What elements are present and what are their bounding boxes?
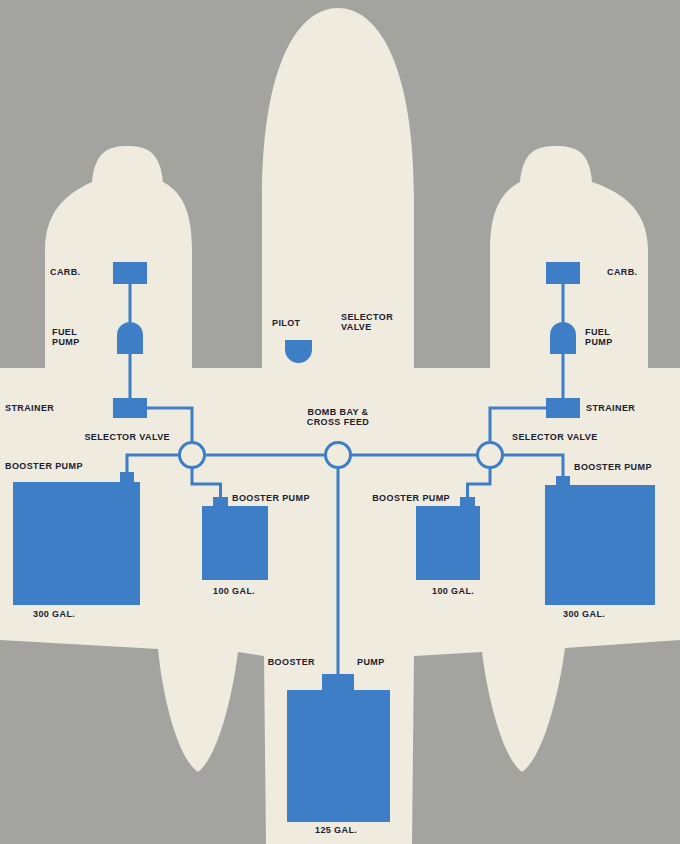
fuel-line: [562, 354, 565, 398]
part-label: CARB.: [50, 267, 81, 277]
fuel-line: [192, 469, 221, 497]
pilot-valve-symbol: PILOTSELECTOR VALVE: [285, 340, 312, 363]
strainer-box: STRAINER: [546, 398, 580, 418]
fuel-tank: BOOSTER PUMP100 GAL.: [202, 497, 268, 580]
booster-pump-symbol: [322, 674, 354, 691]
fuel-line: [129, 284, 132, 322]
fuel-tank: BOOSTERPUMP125 GAL.: [287, 674, 390, 822]
fuel-line: [206, 454, 324, 457]
part-label: BOOSTER: [225, 657, 315, 667]
fuel-line: [127, 455, 178, 472]
part-label: 300 GAL.: [563, 609, 605, 619]
valve-ring: [478, 443, 503, 468]
fuel-line: [562, 284, 565, 322]
part-label: CARB.: [607, 267, 638, 277]
fuel-pump-symbol-outline: [117, 322, 143, 354]
part-label: SELECTOR VALVE: [58, 432, 170, 442]
fuel-pump-symbol: FUEL PUMP: [550, 322, 576, 354]
fuel-pump-symbol: FUEL PUMP: [117, 322, 143, 354]
valve-dome: [285, 340, 312, 363]
fuel-line: [337, 469, 340, 674]
part-label: BOOSTER PUMP: [574, 462, 652, 472]
part-label: FUEL PUMP: [585, 327, 619, 348]
fuel-pump-symbol-outline: [550, 322, 576, 354]
selector-valve: SELECTOR VALVE: [476, 441, 504, 469]
crossfeed-valve-outline: [324, 441, 352, 469]
tank-body: [202, 506, 268, 580]
carburetor-box: CARB.: [113, 262, 147, 284]
part-label: 100 GAL.: [432, 586, 474, 596]
part-label: BOOSTER PUMP: [232, 493, 310, 503]
valve-ring: [326, 443, 351, 468]
tank-body: [13, 482, 140, 605]
part-label: BOMB BAY & CROSS FEED: [302, 407, 374, 428]
part-label: PILOT: [272, 318, 301, 328]
selector-valve-outline: [178, 441, 206, 469]
pump-dome: [117, 322, 143, 354]
strainer-box: STRAINER: [113, 398, 147, 418]
part-label: SELECTOR VALVE: [512, 432, 598, 442]
part-label: STRAINER: [586, 403, 635, 413]
selector-valve-outline: [476, 441, 504, 469]
fuel-tank: BOOSTER PUMP300 GAL.: [545, 476, 655, 605]
fuel-tank: BOOSTER PUMP300 GAL.: [13, 472, 140, 605]
fuel-line: [504, 455, 563, 476]
part-label: PUMP: [357, 657, 385, 667]
selector-valve: SELECTOR VALVE: [178, 441, 206, 469]
part-label: FUEL PUMP: [52, 327, 86, 348]
part-label: STRAINER: [5, 403, 54, 413]
part-label: 125 GAL.: [315, 825, 357, 835]
carburetor-box: CARB.: [546, 262, 580, 284]
tank-body: [287, 690, 390, 822]
fuel-line: [129, 354, 132, 398]
fuel-tank: BOOSTER PUMP100 GAL.: [416, 497, 480, 580]
tank-body: [416, 506, 480, 580]
fuel-line: [468, 469, 491, 497]
part-label: BOOSTER PUMP: [350, 493, 450, 503]
pilot-valve-symbol-outline: [285, 340, 312, 363]
aircraft-outline: [0, 8, 680, 844]
valve-ring: [180, 443, 205, 468]
part-label: 300 GAL.: [33, 609, 75, 619]
tank-body: [545, 485, 655, 605]
fuel-line: [352, 454, 476, 457]
part-label: 100 GAL.: [213, 586, 255, 596]
pump-dome: [550, 322, 576, 354]
crossfeed-valve: BOMB BAY & CROSS FEED: [324, 441, 352, 469]
part-label: SELECTOR VALVE: [341, 312, 393, 333]
part-label: BOOSTER PUMP: [5, 461, 83, 471]
